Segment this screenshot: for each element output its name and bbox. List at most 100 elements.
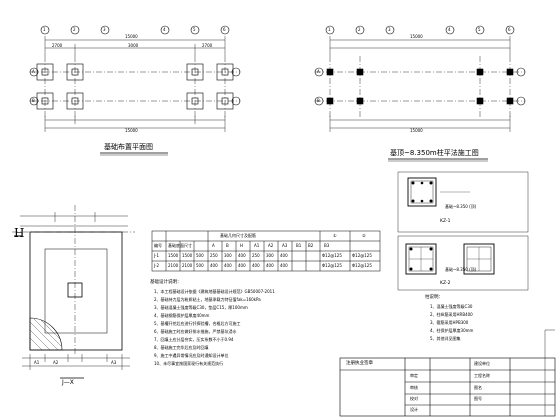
table-title: 基础几何尺寸及配筋 — [220, 233, 256, 238]
table-row-1-c9: 400 — [280, 253, 288, 258]
dim-total-top-r: 15000 — [410, 34, 423, 39]
table-header-b1: B1 — [296, 243, 302, 248]
note-item-3: 3、基础混凝土强度等级C30，垫层C15，厚100mm — [154, 305, 248, 310]
table-row-2-id: J-2 — [154, 263, 160, 268]
table-header-rebar1: ① — [333, 233, 337, 238]
grid-letter-a: A — [32, 69, 35, 74]
grid-number-5-r: 5 — [478, 27, 481, 32]
grid-number-3-r: 3 — [388, 27, 391, 32]
dim-span-1: 2700 — [52, 43, 63, 48]
table-row-1-c3: 500 — [196, 253, 204, 258]
right-note-4: 4、柱保护层厚度30mm — [430, 328, 474, 333]
table-row-2-c6: 400 — [238, 263, 246, 268]
notes-title: 基础设计说明： — [150, 280, 182, 285]
dim-a3: A3 — [111, 360, 117, 365]
kz1-range: 基础~8.350 (顶) — [445, 204, 477, 209]
plan-right-title: 基顶~8.350m柱平法施工图 — [390, 149, 479, 157]
kz2-range: 基础~8.350 (顶) — [445, 267, 477, 272]
grid-letter-b: B — [32, 98, 35, 103]
grid-number-6-r: 6 — [508, 27, 511, 32]
table-header-a2: A2 — [268, 243, 274, 248]
right-note-1: 1、混凝土强度等级C30 — [430, 304, 473, 309]
tb-right-2: 工程名称 — [474, 373, 490, 378]
note-item-8: 8、基础施工完毕后应及时回填 — [154, 345, 209, 350]
right-notes-title: 柱说明： — [425, 295, 443, 300]
dim-total-bottom: 15000 — [125, 128, 138, 133]
grid-letter-b-r: B — [317, 98, 320, 103]
table-header-b2: B2 — [308, 243, 314, 248]
table-row-2-c7: 400 — [252, 263, 260, 268]
table-header-a1: A1 — [254, 243, 260, 248]
table-header-size: 基础底面尺寸 — [168, 243, 192, 248]
table-row-2-c10: Φ12@125 — [322, 263, 342, 268]
tb-right-1: 建设单位 — [474, 361, 490, 366]
grid-number-2-r: 2 — [358, 27, 361, 32]
note-item-9: 9、施工中遇异常情况应及时通知设计单位 — [154, 353, 229, 358]
foundation-plan — [29, 25, 241, 156]
title-block — [339, 329, 556, 417]
table-row-2-c4: 400 — [210, 263, 218, 268]
dim-total-top: 15000 — [125, 34, 138, 39]
table-header-a: A — [212, 243, 215, 248]
tb-right-4: 图号 — [474, 396, 482, 401]
kz1-label: KZ-1 — [440, 219, 451, 224]
note-item-1: 1、本工程基础设计依据《建筑地基基础设计规范》GB50007-2011 — [154, 289, 275, 294]
grid-number-1-r: 1 — [328, 27, 331, 32]
dim-a2: A2 — [53, 360, 59, 365]
table-row-2-c3: 500 — [196, 263, 204, 268]
dim-span-2: 3000 — [128, 43, 139, 48]
table-header-h: H — [240, 243, 244, 248]
table-row-2-c8: 400 — [266, 263, 274, 268]
tb-row-4: 设计 — [410, 407, 418, 412]
right-note-5: 5、其他详见图集 — [430, 336, 461, 341]
grid-number-5: 5 — [193, 27, 196, 32]
table-header-rebar2: ② — [362, 233, 366, 238]
plan-left-title: 基础布置平面图 — [104, 143, 153, 151]
foundation-table — [151, 230, 381, 272]
column-plan — [314, 25, 526, 162]
table-row-1-c1: 1500 — [168, 253, 179, 258]
tb-row-2: 审核 — [410, 385, 418, 390]
table-header-b: B — [226, 243, 229, 248]
dim-total-bottom-r: 15000 — [410, 128, 423, 133]
table-row-1-c8: 300 — [266, 253, 274, 258]
note-item-10: 10、未尽事宜按国家现行有关规范执行 — [154, 361, 224, 366]
cert-label: 注册执业签章 — [346, 361, 373, 366]
note-item-6: 6、基础施工时应做好排水措施，严禁基坑浸水 — [154, 329, 237, 334]
table-row-1-c2: 1500 — [182, 253, 193, 258]
dim-a1: A1 — [34, 360, 40, 365]
table-row-1-c11: Φ12@125 — [352, 253, 372, 258]
table-row-2-c2: 2100 — [182, 263, 193, 268]
table-row-1-c7: 250 — [252, 253, 260, 258]
table-row-1-id: J-1 — [154, 253, 160, 258]
foundation-detail — [12, 205, 135, 379]
grid-number-4-r: 4 — [448, 27, 451, 32]
tb-right-3: 图名 — [474, 385, 482, 390]
grid-number-3: 3 — [103, 27, 106, 32]
table-header-a3: A3 — [282, 243, 288, 248]
table-row-1-c4: 250 — [210, 253, 218, 258]
table-header-b3: B3 — [324, 243, 330, 248]
note-item-2: 2、基础持力层为粉质粘土，地基承载力特征值fak=160kPa — [154, 297, 261, 302]
table-row-2-c5: 400 — [224, 263, 232, 268]
grid-letter-a-r: A — [317, 69, 320, 74]
grid-number-4: 4 — [163, 27, 166, 32]
note-item-7: 7、回填土应分层夯实，压实系数不小于0.94 — [154, 337, 234, 342]
column-sections — [397, 171, 529, 291]
section-label-h: H — [14, 226, 25, 240]
right-note-2: 2、柱纵筋采用HRB400 — [430, 312, 473, 317]
table-header-id: 编号 — [154, 243, 162, 248]
note-item-4: 4、基础钢筋保护层厚度40mm — [154, 313, 210, 318]
tb-row-1: 审定 — [410, 373, 418, 378]
table-row-2-c9: 400 — [280, 263, 288, 268]
dim-span-3: 2700 — [202, 43, 213, 48]
table-row-2-c1: 2100 — [168, 263, 179, 268]
right-note-3: 3、箍筋采用HPB300 — [430, 320, 469, 325]
section-label-jx: J—X — [62, 379, 74, 386]
table-row-1-c6: 400 — [238, 253, 246, 258]
note-item-5: 5、基槽开挖后应进行钎探验槽，合格后方可施工 — [154, 321, 241, 326]
table-row-1-c5: 300 — [224, 253, 232, 258]
grid-number-6: 6 — [223, 27, 226, 32]
grid-number-1: 1 — [43, 27, 46, 32]
